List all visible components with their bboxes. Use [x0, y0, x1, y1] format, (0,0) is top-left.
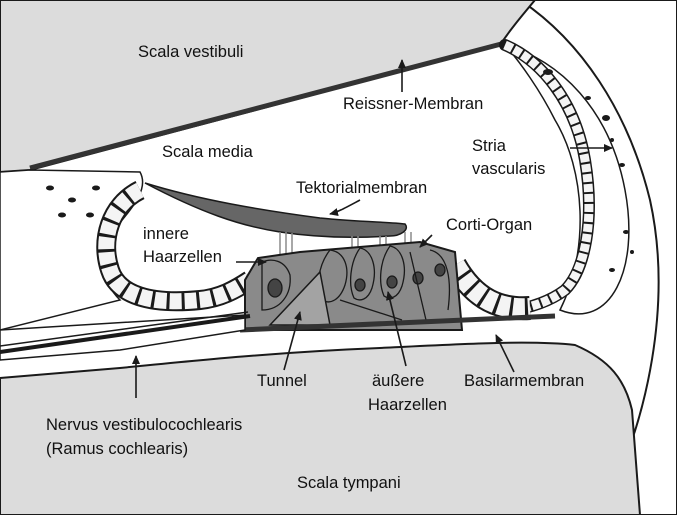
claudius-cells-fill	[446, 259, 531, 319]
label-corti-organ: Corti-Organ	[446, 216, 532, 234]
label-tektorialmembran: Tektorialmembran	[296, 179, 427, 197]
nerve-fiber-bundle-2	[0, 311, 249, 347]
scala-tympani-region	[0, 341, 642, 515]
basilar-membrane	[239, 313, 556, 333]
reissner-membrane	[29, 40, 506, 171]
nerve-fiber-bundle	[0, 314, 251, 354]
label-stria-line2: vascularis	[472, 160, 545, 178]
label-scala-vestibuli: Scala vestibuli	[138, 43, 243, 61]
label-nervus-line1: Nervus vestibulocochlearis	[46, 416, 242, 434]
tectorial-membrane	[144, 182, 407, 238]
label-innere-line2: Haarzellen	[143, 248, 222, 266]
spiral-ligament	[502, 43, 630, 315]
label-aeussere-line2: Haarzellen	[368, 396, 447, 414]
ligament-dots	[543, 69, 634, 272]
label-nervus-line2: (Ramus cochlearis)	[46, 440, 188, 458]
limbus-dots	[46, 185, 100, 218]
corti-cell-outlines	[261, 245, 451, 321]
label-scala-media: Scala media	[162, 143, 254, 161]
label-stria-line1: Stria	[472, 137, 507, 155]
leader-lines	[132, 59, 613, 398]
label-scala-tympani: Scala tympani	[297, 474, 401, 492]
inner-sulcus-cells-fill	[98, 182, 255, 310]
label-reissner-membran: Reissner-Membran	[343, 95, 483, 113]
label-aeussere-line1: äußere	[372, 372, 424, 390]
label-innere-line1: innere	[143, 225, 189, 243]
label-tunnel: Tunnel	[257, 372, 307, 390]
label-basilarmembran: Basilarmembran	[464, 372, 584, 390]
stria-vascularis-cells	[499, 40, 594, 317]
